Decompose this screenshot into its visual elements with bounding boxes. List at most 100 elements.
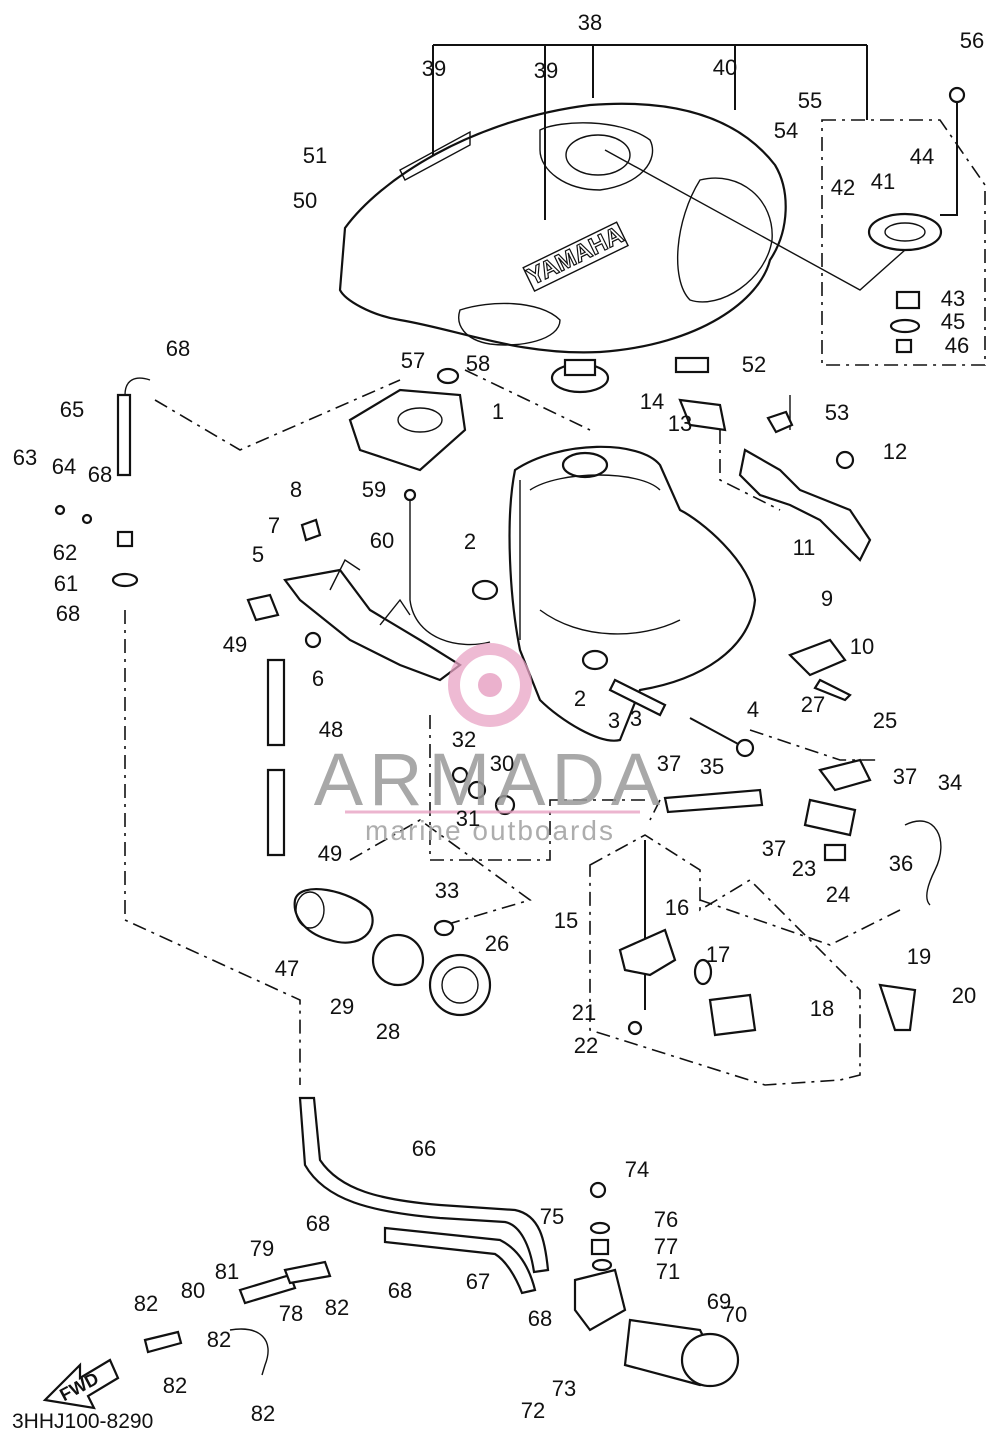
part-number-label: 5 xyxy=(252,542,264,567)
part-number-label: 82 xyxy=(134,1291,158,1316)
part-number-label: 3 xyxy=(608,708,620,733)
tank-cover: YAMAHA xyxy=(338,102,787,354)
part-number-label: 40 xyxy=(713,55,737,80)
part-number-label: 70 xyxy=(723,1302,747,1327)
part-number-label: 76 xyxy=(654,1207,678,1232)
part-number-label: 77 xyxy=(654,1234,678,1259)
part-number-label: 33 xyxy=(435,878,459,903)
part-number-label: 61 xyxy=(54,571,78,596)
part-number-label: 23 xyxy=(792,856,816,881)
part-number-label: 1 xyxy=(492,399,504,424)
part-number-label: 2 xyxy=(574,686,586,711)
part-number-label: 36 xyxy=(889,851,913,876)
part-number-label: 55 xyxy=(798,88,822,113)
part-number-label: 42 xyxy=(831,175,855,200)
part-number-label: 58 xyxy=(466,351,490,376)
part-number-label: 43 xyxy=(941,286,965,311)
document-code: 3HHJ100-8290 xyxy=(12,1410,154,1433)
part-number-label: 56 xyxy=(960,28,984,53)
part-number-label: 4 xyxy=(747,697,759,722)
part-number-label: 47 xyxy=(275,956,299,981)
part-number-label: 44 xyxy=(910,144,934,169)
part-number-label: 41 xyxy=(871,169,895,194)
part-number-label: 62 xyxy=(53,540,77,565)
part-number-label: 29 xyxy=(330,994,354,1019)
part-number-label: 13 xyxy=(668,411,692,436)
part-number-label: 10 xyxy=(850,634,874,659)
part-number-label: 73 xyxy=(552,1376,576,1401)
part-number-label: 20 xyxy=(952,983,976,1008)
watermark-title: ARMADA xyxy=(314,738,667,821)
part-number-label: 8 xyxy=(290,477,302,502)
part-number-label: 7 xyxy=(268,513,280,538)
part-number-label: 54 xyxy=(774,118,798,143)
part-number-label: 30 xyxy=(490,751,514,776)
part-number-label: 22 xyxy=(574,1033,598,1058)
part-number-label: 82 xyxy=(207,1327,231,1352)
part-number-label: 15 xyxy=(554,908,578,933)
part-number-label: 21 xyxy=(572,1000,596,1025)
part-number-label: 63 xyxy=(13,445,37,470)
part-number-label: 59 xyxy=(362,477,386,502)
part-number-label: 3 xyxy=(630,706,642,731)
part-number-label: 46 xyxy=(945,333,969,358)
part-number-label: 25 xyxy=(873,708,897,733)
part-number-label: 49 xyxy=(318,841,342,866)
part-number-label: 80 xyxy=(181,1278,205,1303)
fuel-tank-body xyxy=(508,445,757,742)
part-number-label: 35 xyxy=(700,754,724,779)
part-number-label: 32 xyxy=(452,727,476,752)
part-number-label: 52 xyxy=(742,352,766,377)
part-number-label: 37 xyxy=(893,764,917,789)
part-number-label: 2 xyxy=(464,529,476,554)
part-number-label: 72 xyxy=(521,1398,545,1423)
part-number-label: 64 xyxy=(52,454,76,479)
part-number-label: 27 xyxy=(801,692,825,717)
part-number-label: 53 xyxy=(825,400,849,425)
part-number-label: 37 xyxy=(657,751,681,776)
part-number-label: 81 xyxy=(215,1259,239,1284)
part-number-label: 48 xyxy=(319,717,343,742)
part-number-label: 66 xyxy=(412,1136,436,1161)
part-number-label: 74 xyxy=(625,1157,649,1182)
part-number-label: 26 xyxy=(485,931,509,956)
part-number-label: 75 xyxy=(540,1204,564,1229)
part-number-label: 82 xyxy=(251,1401,275,1426)
part-number-label: 34 xyxy=(938,770,962,795)
part-number-label: 11 xyxy=(793,535,816,560)
part-number-label: 57 xyxy=(401,348,425,373)
part-number-label: 24 xyxy=(826,882,850,907)
part-number-label: 28 xyxy=(376,1019,400,1044)
part-number-label: 50 xyxy=(293,188,317,213)
part-number-label: 82 xyxy=(325,1295,349,1320)
part-number-label: 18 xyxy=(810,996,834,1021)
watermark: ARMADA marine outboards xyxy=(314,643,667,846)
part-number-label: 39 xyxy=(422,56,446,81)
part-number-label: 68 xyxy=(306,1211,330,1236)
part-number-label: 37 xyxy=(762,836,786,861)
part-number-label: 19 xyxy=(907,944,931,969)
part-number-label: 49 xyxy=(223,632,247,657)
part-number-label: 12 xyxy=(883,439,907,464)
part-number-label: 67 xyxy=(466,1269,490,1294)
part-number-label: 6 xyxy=(312,666,324,691)
part-number-label: 31 xyxy=(456,806,480,831)
part-number-label: 71 xyxy=(656,1259,680,1284)
part-number-label: 68 xyxy=(56,601,80,626)
part-number-label: 78 xyxy=(279,1301,303,1326)
part-number-label: 51 xyxy=(303,143,327,168)
part-number-label: 39 xyxy=(534,58,558,83)
fwd-direction-arrow: FWD xyxy=(42,1358,120,1410)
part-number-label: 17 xyxy=(706,942,730,967)
part-number-label: 69 xyxy=(707,1289,731,1314)
part-number-label: 65 xyxy=(60,397,84,422)
part-number-label: 79 xyxy=(250,1236,274,1261)
part-number-label: 68 xyxy=(88,462,112,487)
watermark-subtitle: marine outboards xyxy=(365,815,615,846)
part-number-label: 68 xyxy=(166,336,190,361)
part-number-label: 45 xyxy=(941,309,965,334)
part-number-label: 16 xyxy=(665,895,689,920)
part-number-label: 38 xyxy=(578,10,602,35)
